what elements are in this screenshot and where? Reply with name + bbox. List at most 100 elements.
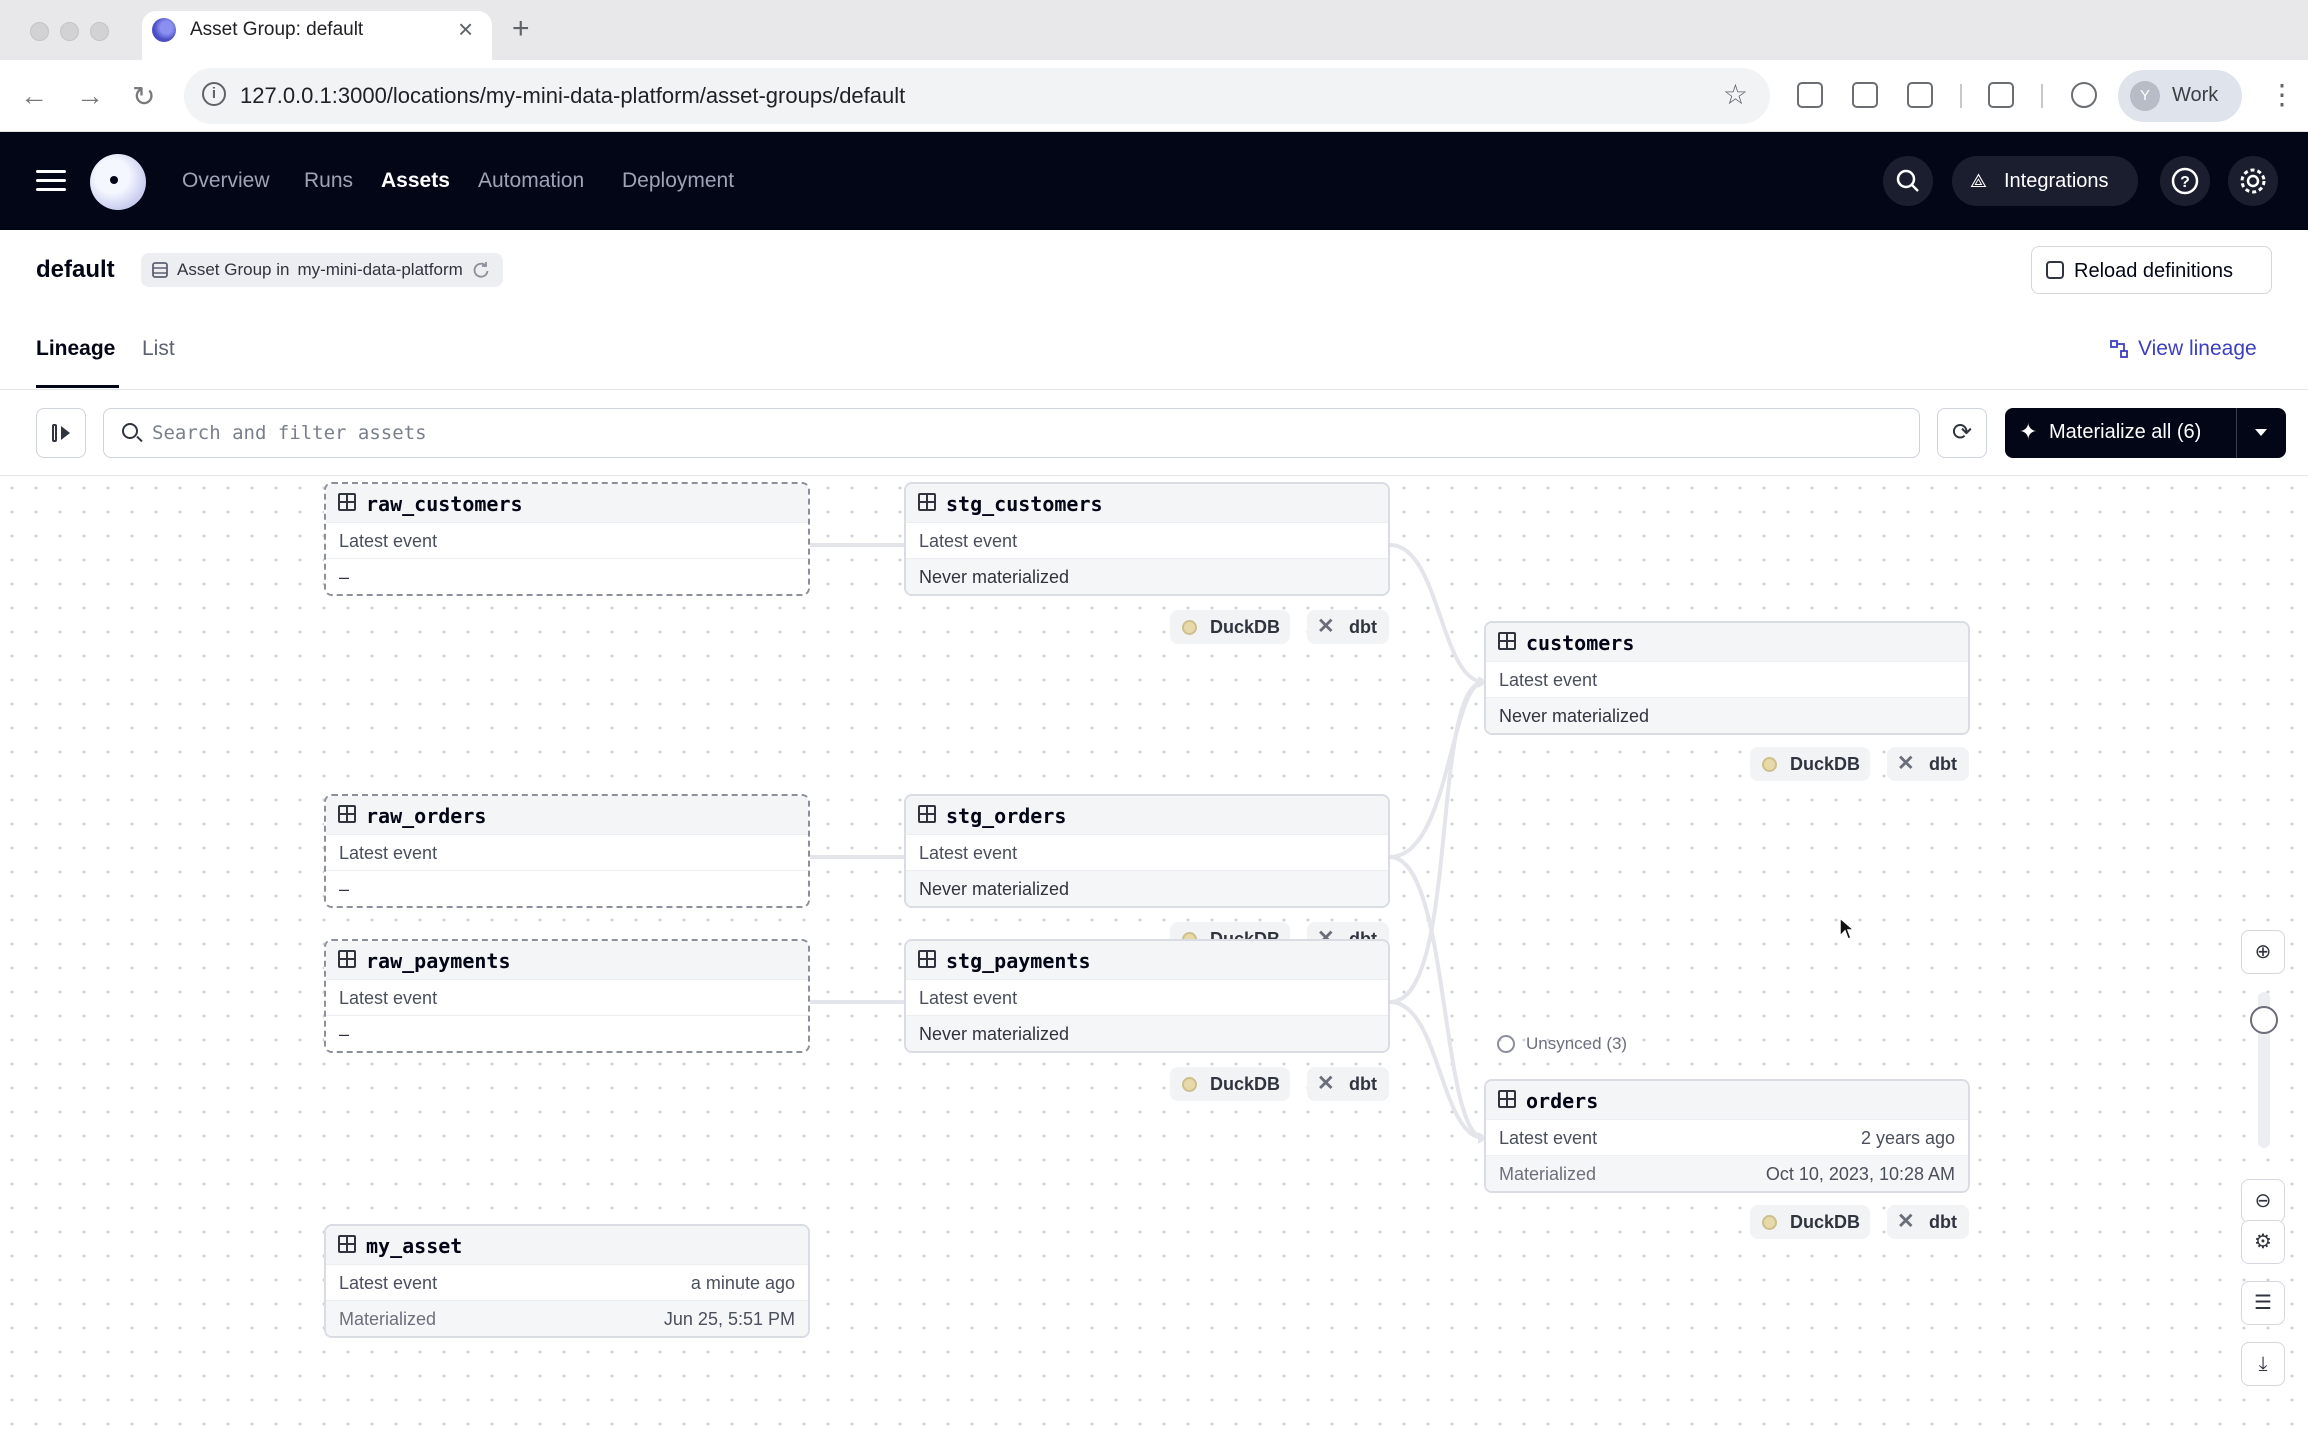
asset-name[interactable]: customers bbox=[1526, 631, 1635, 655]
download-graph-button[interactable]: ⤓ bbox=[2241, 1342, 2285, 1386]
nav-deployment[interactable]: Deployment bbox=[622, 169, 735, 192]
materialize-all-button[interactable]: ✦ Materialize all (6) bbox=[2005, 408, 2286, 458]
nav-runs[interactable]: Runs bbox=[304, 169, 354, 192]
page-title: default bbox=[36, 256, 115, 283]
duckdb-tag[interactable]: DuckDB bbox=[1750, 747, 1870, 781]
dbt-tag[interactable]: ✕dbt bbox=[1307, 610, 1389, 644]
latest-event-value[interactable]: 2 years ago bbox=[1860, 1128, 1955, 1148]
new-tab-icon[interactable]: + bbox=[512, 12, 530, 45]
reload-definitions-button[interactable]: Reload definitions bbox=[2031, 246, 2272, 294]
bookmark-star-icon[interactable]: ☆ bbox=[1722, 79, 1748, 110]
graph-options-button[interactable]: ☰ bbox=[2241, 1281, 2285, 1325]
badge-prefix: Asset Group in bbox=[177, 260, 290, 279]
reload-location-icon[interactable] bbox=[471, 260, 491, 280]
tab-list[interactable]: List bbox=[142, 337, 175, 360]
browser-toolbar: ← → ↻ i 127.0.0.1:3000/locations/my-mini… bbox=[0, 60, 2308, 132]
site-info-icon[interactable]: i bbox=[202, 82, 226, 106]
window-minimize-dot[interactable] bbox=[60, 22, 79, 41]
integrations-button[interactable]: ⟁ Integrations bbox=[1952, 156, 2138, 206]
asset-name[interactable]: stg_orders bbox=[946, 804, 1067, 828]
refresh-button[interactable]: ⟳ bbox=[1937, 408, 1987, 458]
status-row: Never materialized bbox=[906, 1015, 1388, 1051]
dbt-icon: ✕ bbox=[1897, 1210, 1915, 1233]
search-input[interactable] bbox=[152, 419, 1892, 447]
asset-node-stg-orders[interactable]: stg_orders Latest event Never materializ… bbox=[904, 794, 1390, 908]
asset-group-badge[interactable]: Asset Group in my-mini-data-platform bbox=[141, 253, 503, 287]
edge-arrowhead bbox=[1478, 1132, 1488, 1144]
settings-button[interactable] bbox=[2228, 156, 2278, 206]
asset-node-header: raw_orders bbox=[326, 796, 808, 834]
duckdb-tag[interactable]: DuckDB bbox=[1750, 1205, 1870, 1239]
profile-button[interactable]: Y Work bbox=[2118, 70, 2242, 122]
asset-name[interactable]: raw_payments bbox=[366, 949, 511, 973]
browser-tab[interactable] bbox=[142, 11, 492, 61]
unsynced-label[interactable]: Unsynced (3) bbox=[1526, 1034, 1628, 1053]
table-icon bbox=[338, 1235, 356, 1253]
extension-icon[interactable] bbox=[1797, 82, 1823, 108]
edge-stg-orders-to-orders bbox=[1389, 855, 1485, 1140]
table-icon bbox=[1498, 1090, 1516, 1108]
window-close-dot[interactable] bbox=[30, 22, 49, 41]
extensions-puzzle-icon[interactable] bbox=[1907, 82, 1933, 108]
asset-search-box[interactable] bbox=[103, 408, 1920, 458]
nav-assets[interactable]: Assets bbox=[381, 169, 450, 192]
table-icon bbox=[338, 805, 356, 823]
badge-location-link[interactable]: my-mini-data-platform bbox=[297, 260, 463, 279]
reload-page-icon[interactable]: ↻ bbox=[132, 81, 156, 112]
graph-settings-button[interactable]: ⚙ bbox=[2241, 1220, 2285, 1264]
asset-name[interactable]: my_asset bbox=[366, 1234, 463, 1258]
address-url[interactable]: 127.0.0.1:3000/locations/my-mini-data-pl… bbox=[240, 83, 906, 108]
search-button[interactable] bbox=[1883, 156, 1933, 206]
asset-node-stg-payments[interactable]: stg_payments Latest event Never material… bbox=[904, 939, 1390, 1053]
duckdb-tag[interactable]: DuckDB bbox=[1170, 610, 1290, 644]
asset-node-customers[interactable]: customers Latest event Never materialize… bbox=[1484, 621, 1970, 735]
forward-icon[interactable]: → bbox=[76, 80, 104, 111]
dbt-tag[interactable]: ✕dbt bbox=[1307, 1067, 1389, 1101]
zoom-in-button[interactable]: ⊕ bbox=[2241, 930, 2285, 974]
window-maximize-dot[interactable] bbox=[90, 22, 109, 41]
back-icon[interactable]: ← bbox=[20, 80, 48, 111]
address-bar[interactable]: i 127.0.0.1:3000/locations/my-mini-data-… bbox=[184, 68, 1770, 124]
tab-close-icon[interactable]: × bbox=[458, 14, 474, 44]
hamburger-menu-icon[interactable] bbox=[36, 170, 66, 192]
help-button[interactable]: ? bbox=[2160, 156, 2210, 206]
browser-menu-icon[interactable]: ⋮ bbox=[2268, 79, 2296, 110]
asset-name[interactable]: orders bbox=[1526, 1089, 1599, 1113]
toggle-sidebar-button[interactable] bbox=[36, 408, 86, 458]
zoom-slider-handle[interactable] bbox=[2250, 1006, 2278, 1034]
view-lineage-link[interactable]: View lineage bbox=[2138, 337, 2257, 360]
asset-node-raw-customers[interactable]: raw_customers Latest event – bbox=[324, 482, 810, 596]
status-row: – bbox=[326, 870, 808, 906]
performance-icon[interactable] bbox=[2071, 82, 2097, 108]
asset-name[interactable]: raw_orders bbox=[366, 804, 487, 828]
dbt-tag[interactable]: ✕dbt bbox=[1887, 747, 1969, 781]
lineage-canvas[interactable]: raw_customers Latest event – stg_custome… bbox=[0, 476, 2308, 1440]
gear-icon bbox=[2240, 168, 2266, 194]
materialized-timestamp[interactable]: Oct 10, 2023, 10:28 AM bbox=[1765, 1164, 1955, 1184]
asset-node-raw-orders[interactable]: raw_orders Latest event – bbox=[324, 794, 810, 908]
reload-definitions-label: Reload definitions bbox=[2074, 260, 2233, 282]
dagster-logo[interactable] bbox=[90, 154, 146, 210]
nav-overview[interactable]: Overview bbox=[182, 169, 270, 192]
asset-name[interactable]: stg_customers bbox=[946, 492, 1103, 516]
latest-event-value[interactable]: a minute ago bbox=[690, 1273, 795, 1293]
tab-search-icon[interactable] bbox=[1988, 82, 2014, 108]
asset-node-stg-customers[interactable]: stg_customers Latest event Never materia… bbox=[904, 482, 1390, 596]
asset-name[interactable]: stg_payments bbox=[946, 949, 1091, 973]
materialized-timestamp[interactable]: Jun 25, 5:51 PM bbox=[663, 1309, 795, 1329]
search-icon bbox=[1896, 169, 1919, 192]
latest-event-row: Latest event bbox=[326, 522, 808, 558]
zoom-out-button[interactable]: ⊖ bbox=[2241, 1179, 2285, 1223]
extension-icon[interactable] bbox=[1852, 82, 1878, 108]
asset-node-raw-payments[interactable]: raw_payments Latest event – bbox=[324, 939, 810, 1053]
app-header: Overview Runs Assets Automation Deployme… bbox=[0, 132, 2308, 230]
duckdb-tag[interactable]: DuckDB bbox=[1170, 1067, 1290, 1101]
dbt-tag[interactable]: ✕dbt bbox=[1887, 1205, 1969, 1239]
nav-automation[interactable]: Automation bbox=[478, 169, 585, 192]
asset-name[interactable]: raw_customers bbox=[366, 492, 523, 516]
tab-lineage[interactable]: Lineage bbox=[36, 337, 116, 360]
chevron-down-icon[interactable] bbox=[2255, 429, 2267, 436]
